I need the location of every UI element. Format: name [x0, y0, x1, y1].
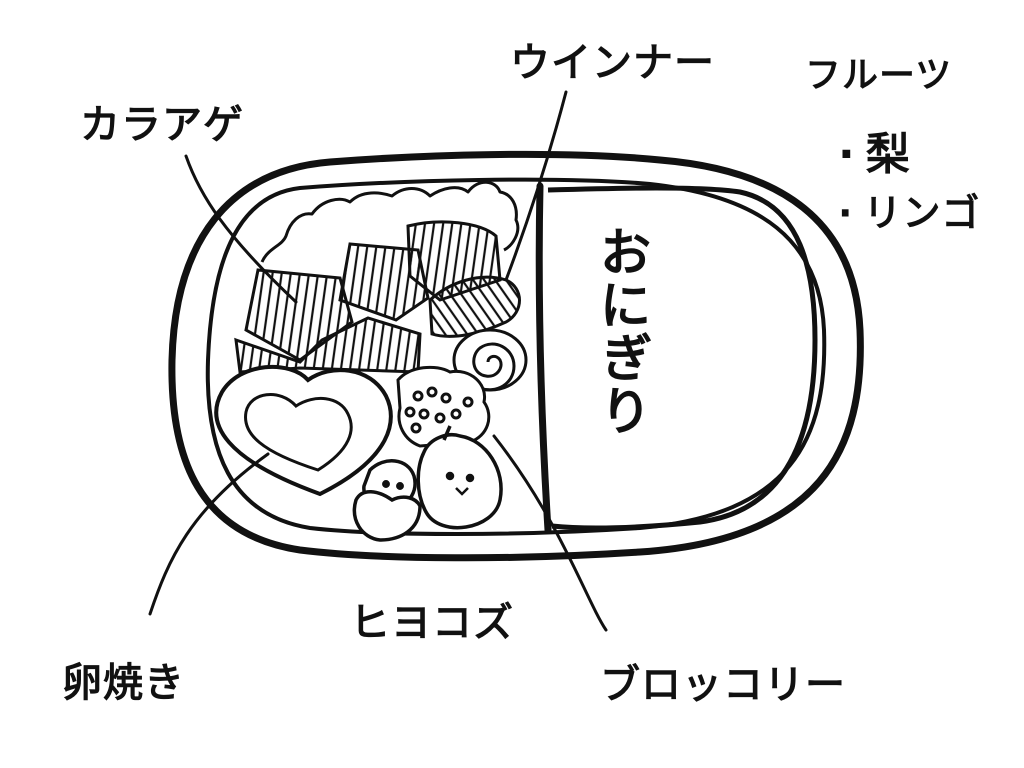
hiyoko-chicks	[352, 425, 503, 542]
leader-tamagoyaki	[148, 452, 270, 616]
label-fruit-apple: ·リンゴ	[838, 182, 980, 237]
leader-broccoli	[492, 434, 608, 632]
karaage-pieces	[234, 220, 502, 374]
onigiri-compartment	[547, 185, 818, 531]
bullet-dot: ·	[838, 129, 856, 180]
bento-box-outer	[168, 150, 864, 562]
label-karaage: カラアゲ	[80, 102, 244, 148]
label-hiyoko: ヒヨコズ	[350, 600, 514, 646]
label-broccoli: ブロッコリー	[600, 662, 846, 708]
wiener	[428, 275, 521, 338]
lettuce-edge	[260, 180, 520, 263]
leader-lines	[148, 90, 608, 632]
tamagoyaki-heart	[214, 364, 393, 497]
bullet-dot: ·	[838, 191, 854, 235]
fruit-apple-text: リンゴ	[863, 191, 981, 235]
fruit-pear-text: 梨	[865, 129, 911, 180]
label-fruit-pear: ·梨	[838, 118, 911, 182]
broccoli-cluster	[396, 365, 491, 448]
label-wiener: ウインナー	[510, 40, 715, 86]
leader-wiener	[504, 90, 568, 282]
divider	[535, 182, 552, 534]
label-fruits-title: フルーツ	[805, 55, 953, 96]
label-tamagoyaki: 卵焼き	[62, 660, 185, 706]
leader-karaage	[184, 154, 298, 304]
label-onigiri: おにぎり	[590, 225, 650, 437]
